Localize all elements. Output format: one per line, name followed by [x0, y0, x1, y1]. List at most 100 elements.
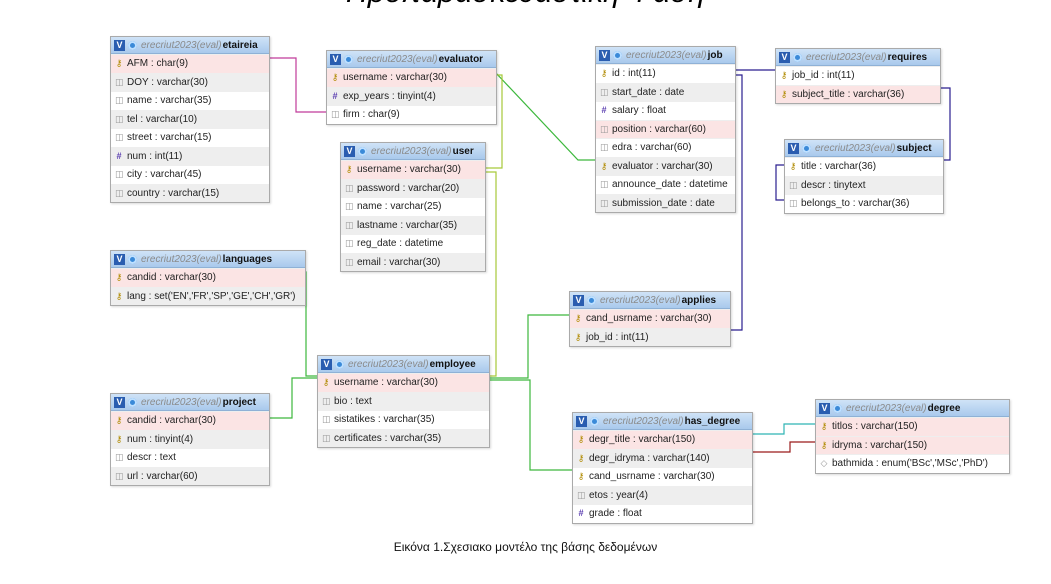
table-options-icon[interactable]	[833, 403, 842, 413]
column-row[interactable]: #num : int(11)	[111, 146, 269, 165]
table-options-icon[interactable]	[335, 359, 344, 369]
table-options-icon[interactable]	[590, 416, 599, 426]
column-row[interactable]: ◫reg_date : datetime	[341, 234, 485, 253]
column-row[interactable]: ⚷subject_title : varchar(36)	[776, 84, 940, 103]
column-row[interactable]: ⚷AFM : char(9)	[111, 54, 269, 73]
column-row[interactable]: ◫url : varchar(60)	[111, 466, 269, 485]
column-row[interactable]: ◫name : varchar(35)	[111, 91, 269, 110]
db-label: erecriut2023(eval)	[371, 145, 452, 157]
column-row[interactable]: #salary : float	[596, 101, 735, 120]
toggle-icon[interactable]: V	[114, 253, 125, 265]
column-row[interactable]: ◫name : varchar(25)	[341, 197, 485, 216]
toggle-icon[interactable]: V	[599, 49, 610, 61]
column-row[interactable]: ⚷cand_usrname : varchar(30)	[573, 467, 752, 486]
toggle-icon[interactable]: V	[576, 415, 587, 427]
column-row[interactable]: ⚷username : varchar(30)	[318, 373, 489, 392]
column-row[interactable]: ⚷evaluator : varchar(30)	[596, 156, 735, 175]
column-row[interactable]: ◫city : varchar(45)	[111, 165, 269, 184]
toggle-icon[interactable]: V	[819, 402, 830, 414]
column-row[interactable]: ⚷num : tinyint(4)	[111, 429, 269, 448]
toggle-icon[interactable]: V	[788, 142, 799, 154]
column-row[interactable]: ◫DOY : varchar(30)	[111, 72, 269, 91]
column-row[interactable]: ⚷candid : varchar(30)	[111, 268, 305, 287]
table-options-icon[interactable]	[793, 52, 802, 62]
column-row[interactable]: ⚷cand_usrname : varchar(30)	[570, 309, 730, 328]
column-row[interactable]: ◫firm : char(9)	[327, 105, 496, 124]
column-row[interactable]: ⚷degr_idryma : varchar(140)	[573, 448, 752, 467]
toggle-icon[interactable]: V	[573, 294, 584, 306]
column-row[interactable]: #exp_years : tinyint(4)	[327, 86, 496, 105]
column-row[interactable]: ◫submission_date : date	[596, 193, 735, 212]
column-row[interactable]: ⚷username : varchar(30)	[341, 160, 485, 179]
toggle-icon[interactable]: V	[344, 145, 355, 157]
table-options-icon[interactable]	[128, 40, 137, 50]
table-options-icon[interactable]	[128, 397, 137, 407]
index-icon: ◫	[577, 489, 586, 500]
column-row[interactable]: ◫bio : text	[318, 391, 489, 410]
table-options-icon[interactable]	[128, 254, 137, 264]
table-options-icon[interactable]	[802, 143, 811, 153]
column-row[interactable]: ◫email : varchar(30)	[341, 252, 485, 271]
column-row[interactable]: ◫etos : year(4)	[573, 485, 752, 504]
column-row[interactable]: ◫descr : tinytext	[785, 175, 943, 194]
toggle-icon[interactable]: V	[114, 39, 125, 51]
column-row[interactable]: ⚷candid : varchar(30)	[111, 411, 269, 430]
table-options-icon[interactable]	[587, 295, 596, 305]
column-row[interactable]: ⚷id : int(11)	[596, 64, 735, 83]
column-row[interactable]: ◫belongs_to : varchar(36)	[785, 194, 943, 213]
column-row[interactable]: ◫lastname : varchar(35)	[341, 215, 485, 234]
column-row[interactable]: ◫country : varchar(15)	[111, 183, 269, 202]
column-row[interactable]: ◫certificates : varchar(35)	[318, 428, 489, 447]
column-row[interactable]: ◫descr : text	[111, 448, 269, 467]
column-row[interactable]: ⚷title : varchar(36)	[785, 157, 943, 176]
column-row[interactable]: ⚷username : varchar(30)	[327, 68, 496, 87]
column-row[interactable]: ⚷idryma : varchar(150)	[816, 435, 1009, 454]
column-row[interactable]: ◫tel : varchar(10)	[111, 109, 269, 128]
column-row[interactable]: ◫edra : varchar(60)	[596, 138, 735, 157]
column-row[interactable]: ◫street : varchar(15)	[111, 128, 269, 147]
column-row[interactable]: ⚷titlos : varchar(150)	[816, 417, 1009, 436]
toggle-icon[interactable]: V	[779, 51, 790, 63]
column-row[interactable]: ◫position : varchar(60)	[596, 119, 735, 138]
column-row[interactable]: ⚷lang : set('EN','FR','SP','GE','CH','GR…	[111, 286, 305, 305]
toggle-icon[interactable]: V	[321, 358, 332, 370]
column-row[interactable]: ◇bathmida : enum('BSc','MSc','PhD')	[816, 454, 1009, 473]
column-row[interactable]: ⚷job_id : int(11)	[776, 66, 940, 85]
column-row[interactable]: ⚷degr_title : varchar(150)	[573, 430, 752, 449]
toggle-icon[interactable]: V	[330, 53, 341, 65]
column-row[interactable]: #grade : float	[573, 504, 752, 523]
table-options-icon[interactable]	[613, 50, 622, 60]
column-row[interactable]: ◫sistatikes : varchar(35)	[318, 410, 489, 429]
column-row[interactable]: ◫announce_date : datetime	[596, 175, 735, 194]
toggle-icon[interactable]: V	[114, 396, 125, 408]
column-row[interactable]: ⚷job_id : int(11)	[570, 327, 730, 346]
column-row[interactable]: ◫start_date : date	[596, 82, 735, 101]
table-options-icon[interactable]	[344, 54, 353, 64]
column-row[interactable]: ◫password : varchar(20)	[341, 178, 485, 197]
table-options-icon[interactable]	[358, 146, 367, 156]
